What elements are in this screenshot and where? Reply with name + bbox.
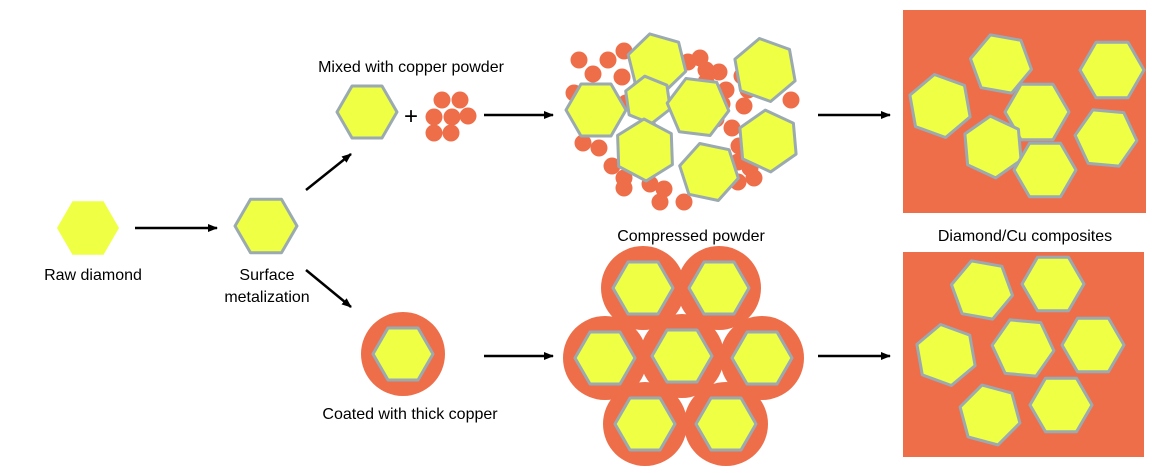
copper-powder-particle [570,51,588,69]
composite-diamond-hexagon [969,33,1033,95]
composite-diamond-hexagon [1020,255,1086,313]
composite-diamond-hexagon [915,323,977,387]
copper-powder-particle [433,91,451,109]
mixed-copper-label: Mixed with copper powder [318,59,504,76]
copper-powder-particle [655,180,673,198]
copper-powder-particle [459,107,477,125]
compressed-diamond-hexagon [611,260,675,316]
compressed-powder-label: Compressed powder [617,228,765,245]
composite-diamond-hexagon [958,383,1022,447]
coated-copper-label: Coated with thick copper [322,406,498,423]
copper-powder-particle [442,124,460,142]
copper-powder-particle [697,61,715,79]
composite-diamond-hexagon [908,73,972,139]
composite-diamond-hexagon [1078,40,1146,100]
compressed-diamond-hexagon [694,396,758,452]
composites-label: Diamond/Cu composites [937,228,1113,245]
surface-metalization-label-line2: metalization [224,289,310,306]
composite-diamond-hexagon [950,259,1014,321]
compressed-diamond-hexagon [573,330,637,386]
surface-metalization-label-line1: Surface [239,267,295,284]
copper-powder-particle [613,68,631,86]
copper-powder-particle [745,169,763,187]
composite-diamond-hexagon [1060,316,1126,374]
copper-powder-particle [425,124,443,142]
raw-diamond-hexagon [57,201,119,255]
compressed-diamond-hexagon [687,260,751,316]
composite-diamond-hexagon [1073,108,1139,168]
mixed-powder-diamond-hexagon [624,74,672,126]
mixed-powder-diamond-hexagon [678,142,740,202]
copper-powder-particle [574,134,592,152]
copper-powder-particle [451,91,469,109]
arrow-down-to-coated [305,269,352,308]
mixed-powder-diamond-hexagon [733,37,797,103]
copper-powder-particle [443,108,461,126]
copper-powder-particle [615,179,633,197]
copper-powder-particle [425,108,443,126]
mixed-diamond-hexagon [335,84,399,140]
mixed-powder-diamond-hexagon [564,82,628,138]
composite-diamond-hexagon [990,318,1056,378]
metalized-diamond-hexagon [233,197,299,255]
copper-powder-particle [782,91,800,109]
coated-diamond-hexagon [371,326,435,382]
composite-diamond-hexagon [1028,376,1094,434]
copper-powder-particle [651,193,669,211]
composite-diamond-hexagon [963,114,1023,180]
mixed-powder-diamond-hexagon [616,117,674,183]
mixed-powder-diamond-hexagon [665,77,731,137]
compressed-diamond-hexagon [730,330,794,386]
arrow-up-to-mixed [305,153,352,191]
copper-powder-particle [584,65,602,83]
composite-diamond-hexagon [1003,82,1071,142]
plus-sign: + [404,103,419,130]
compressed-diamond-hexagon [613,396,677,452]
copper-powder-particle [603,157,621,175]
compressed-diamond-hexagon [650,328,714,384]
copper-powder-particle [675,193,693,211]
copper-powder-particle [723,119,741,137]
copper-powder-particle [599,51,617,69]
raw-diamond-label: Raw diamond [44,267,142,284]
copper-powder-particle [710,63,728,81]
copper-powder-particle [590,139,608,157]
mixed-powder-diamond-hexagon [738,108,798,174]
composite-diamond-hexagon [1012,141,1078,199]
copper-powder-particle [735,97,753,115]
